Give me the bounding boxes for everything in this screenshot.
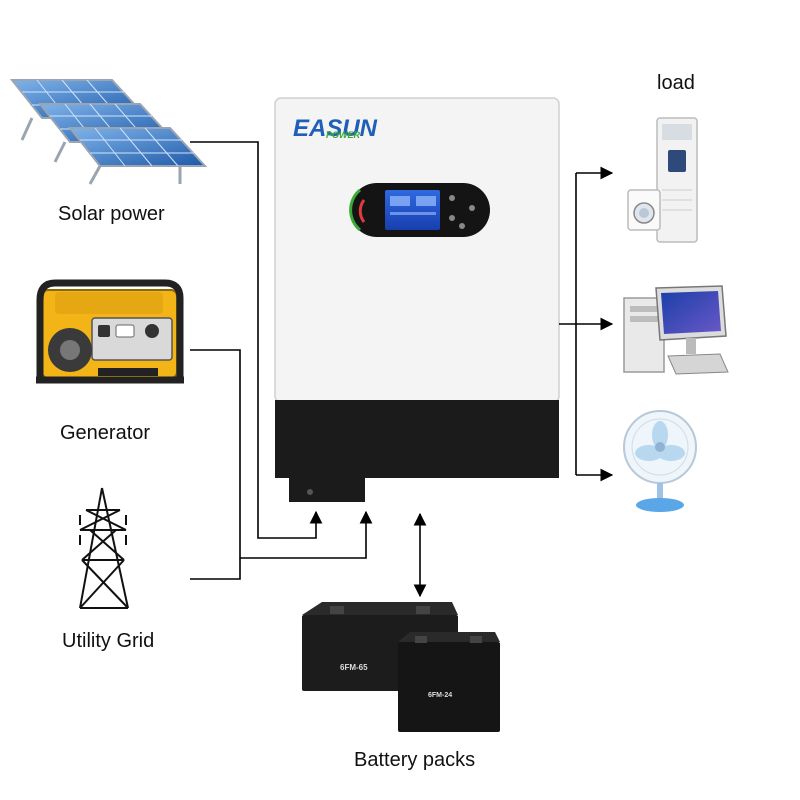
solar-power-label: Solar power: [58, 203, 165, 225]
generator-icon: [36, 279, 184, 384]
battery-packs-label: Battery packs: [354, 749, 476, 771]
inverter-unit: EASUN POWER: [274, 97, 560, 502]
solar-connection-line: [190, 141, 323, 539]
utility-tower-icon: [79, 487, 129, 609]
load-label: load: [657, 72, 695, 94]
washing-machine-icon: [627, 189, 661, 231]
solar-panel-icon: [9, 79, 208, 185]
electric-fan-icon: [623, 410, 697, 512]
battery-small-model: 6FM-24: [428, 692, 452, 699]
utility-grid-label: Utility Grid: [62, 630, 155, 652]
air-conditioner-icon: [656, 117, 698, 243]
lcd-panel: [349, 183, 490, 237]
brand-logo-line2: POWER: [326, 130, 361, 140]
desktop-computer-icon: [623, 285, 729, 375]
battery-small-icon: 6FM-24: [398, 632, 500, 732]
battery-large-model: 6FM-65: [340, 663, 368, 672]
generator-label: Generator: [60, 422, 151, 444]
brand-logo-line1: EASUN: [293, 115, 378, 142]
grid-connection-line: [190, 558, 241, 580]
